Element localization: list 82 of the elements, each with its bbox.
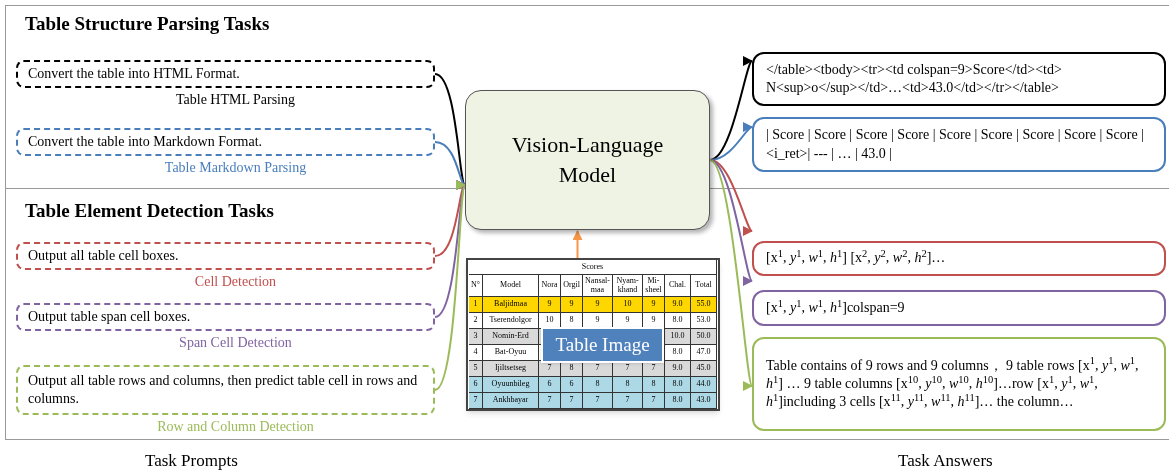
prompt-box (16, 365, 435, 415)
table-cell: Tserendolgor (483, 313, 539, 329)
model-box (465, 90, 710, 230)
table-cell: Nomin-Erd (483, 329, 539, 345)
table-cell: 7 (561, 393, 583, 409)
arrow (572, 230, 583, 259)
table-cell: 8 (583, 377, 613, 393)
table-cell: N° (469, 275, 483, 297)
model-label: Vision-Language Model (510, 131, 665, 189)
section-heading: Table Structure Parsing Tasks (25, 12, 270, 36)
table-cell: Nyam-khand (613, 275, 643, 297)
answer-box (752, 290, 1166, 326)
caption-box (541, 327, 664, 363)
table-cell: Nansal-maa (583, 275, 613, 297)
table-cell: 8.0 (665, 377, 691, 393)
table-cell: Orgil (561, 275, 583, 297)
table-cell: 44.0 (691, 377, 717, 393)
table-cell: 2 (469, 313, 483, 329)
table-cell: Chal. (665, 275, 691, 297)
table-cell: 10.0 (665, 329, 691, 345)
answer-box (752, 241, 1166, 276)
table-cell: 6 (469, 377, 483, 393)
column-caption: Task Prompts (145, 450, 238, 470)
table-cell: 7 (539, 393, 561, 409)
prompt-text: Convert the table into HTML Format. (28, 64, 240, 83)
table-cell: 7 (643, 393, 665, 409)
table-picture (466, 258, 720, 411)
table-cell: 8 (613, 377, 643, 393)
table-cell: 3 (469, 329, 483, 345)
table-cell: 9 (583, 297, 613, 313)
table-cell: 7 (469, 393, 483, 409)
table-cell: 8.0 (665, 393, 691, 409)
prompt-text: Output all table rows and columns, then predict table cell in rows and columns. (28, 371, 419, 408)
prompt-text: Convert the table into Markdown Format. (28, 132, 263, 151)
table-cell: 8.0 (665, 313, 691, 329)
answer-box (752, 52, 1166, 106)
prompt-text: Output table span cell boxes. (28, 307, 191, 326)
answer-box (752, 117, 1166, 172)
table-cell: 9 (539, 297, 561, 313)
table-cell: 43.0 (691, 393, 717, 409)
table-cell: 6 (561, 377, 583, 393)
section-heading: Table Element Detection Tasks (25, 199, 274, 223)
table-cell: 8.0 (665, 345, 691, 361)
table-cell: Ankhbayar (483, 393, 539, 409)
table-cell: Baljidmaa (483, 297, 539, 313)
table-cell: 7 (613, 393, 643, 409)
answer-text: Table contains of 9 rows and 9 columns， 9 table rows [x$^{1}$, y$^{1}$, w$^{1}$, h$^{1}$] … 9 table columns [x$^{10}$, y$^{10}$, w$^{10}$, h$^{10}$]…row [x$^{1}$, y$^{1}$, w$^{1}$, h$^{1}$]including 3 cells [x$^{11}$, y$^{11}$, w$^{11}$, h$^{11}$]… the column… (766, 356, 1140, 412)
table-cell: 9.0 (665, 361, 691, 377)
answer-text: [x$^{1}$, y$^{1}$, w$^{1}$, h$^{1}$]colspan=9 (766, 298, 905, 317)
table-cell: 7 (583, 393, 613, 409)
table-cell: Mi-sheel (643, 275, 665, 297)
prompt-text: Output all table cell boxes. (28, 246, 179, 265)
table-cell: Oyuunbileg (483, 377, 539, 393)
task-name: Cell Detection (194, 275, 277, 289)
table-cell: 8 (643, 377, 665, 393)
table-cell: 5 (469, 361, 483, 377)
table-cell: Scores (469, 260, 717, 275)
table-cell: 1 (469, 297, 483, 313)
answer-text: </table><tbody><tr><td colspan=9>Score</td><td> N<sup>o</sup></td>…<td>43.0</td></tr></table> (766, 60, 1063, 97)
caption-label: Table Image (555, 332, 650, 357)
table-cell: 9 (643, 297, 665, 313)
table-cell: Nora (539, 275, 561, 297)
column-caption: Task Answers (898, 450, 993, 470)
table-cell: 9.0 (665, 297, 691, 313)
table-cell: 6 (539, 377, 561, 393)
task-name: Row and Column Detection (157, 420, 314, 434)
table-cell: Ijiltsetseg (483, 361, 539, 377)
prompt-box (16, 242, 435, 270)
task-name: Span Cell Detection (179, 336, 292, 350)
task-name: Table HTML Parsing (176, 93, 295, 107)
answer-text: | Score | Score | Score | Score | Score | Score | Score | Score | Score |<i_ret>| --- | … | 43.0 | (766, 126, 1145, 163)
prompt-box (16, 60, 435, 88)
table-cell: 10 (613, 297, 643, 313)
table-cell: Model (483, 275, 539, 297)
task-name: Table Markdown Parsing (164, 161, 307, 175)
answer-text: [x$^{1}$, y$^{1}$, w$^{1}$, h$^{1}$] [x$^{2}$, y$^{2}$, w$^{2}$, h$^{2}$]… (766, 249, 946, 268)
prompt-box (16, 128, 435, 156)
answer-box (752, 337, 1166, 431)
table-cell: Bat-Oyuu (483, 345, 539, 361)
table-cell: 4 (469, 345, 483, 361)
table-cell: 9 (561, 297, 583, 313)
prompt-box (16, 303, 435, 331)
